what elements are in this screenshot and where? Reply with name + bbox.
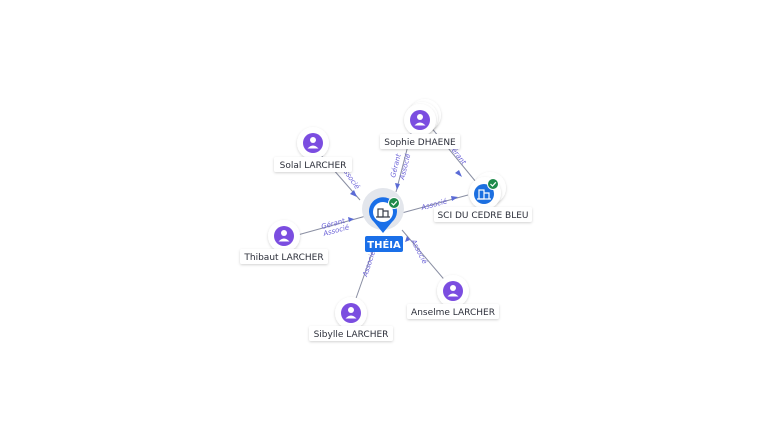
center-label-box <box>365 236 403 252</box>
verified-check-icon <box>487 178 499 190</box>
edge-thibaut-center <box>293 215 367 237</box>
arrow-sophie-center <box>395 183 400 190</box>
node-sci-du-cedre-bleu[interactable]: SCI DU CEDRE BLEU <box>434 172 532 222</box>
edge-label-sibylle-associe: Associé <box>361 249 377 278</box>
node-anselme-larcher[interactable]: Anselme LARCHER <box>407 275 499 319</box>
node-thibaut-larcher[interactable]: Thibaut LARCHER <box>240 220 328 264</box>
node-label: Thibaut LARCHER <box>243 253 323 263</box>
node-solal-larcher[interactable]: Solal LARCHER <box>274 127 352 172</box>
edge-center-sci <box>397 194 469 215</box>
node-label: Solal LARCHER <box>280 161 347 171</box>
arrow-anselme-center <box>405 236 410 242</box>
building-icon <box>376 208 390 218</box>
node-sibylle-larcher[interactable]: Sibylle LARCHER <box>309 297 393 341</box>
edge-anselme-center <box>401 229 449 285</box>
edge-label-anselme-associe: Associé <box>409 237 429 266</box>
person-icon <box>345 307 357 319</box>
node-label: Sibylle LARCHER <box>314 330 389 340</box>
arrow-solal-center <box>350 190 357 197</box>
person-icon <box>307 137 319 149</box>
node-center-theia[interactable]: THÉIA <box>362 188 404 252</box>
building-icon <box>477 189 491 200</box>
arrow-thibaut-center <box>348 217 354 222</box>
node-label: Anselme LARCHER <box>411 308 495 318</box>
person-icon <box>447 285 459 297</box>
node-sophie-dhaene[interactable]: Sophie DHAENE <box>380 99 460 149</box>
center-label: THÉIA <box>367 238 401 251</box>
verified-check-icon <box>388 197 400 209</box>
arrow-sophie-sci <box>455 170 462 177</box>
node-label: SCI DU CEDRE BLEU <box>437 211 528 221</box>
arrow-center-sci <box>451 196 458 201</box>
node-label: Sophie DHAENE <box>384 138 456 148</box>
person-icon <box>414 114 426 126</box>
person-icon <box>278 230 290 242</box>
